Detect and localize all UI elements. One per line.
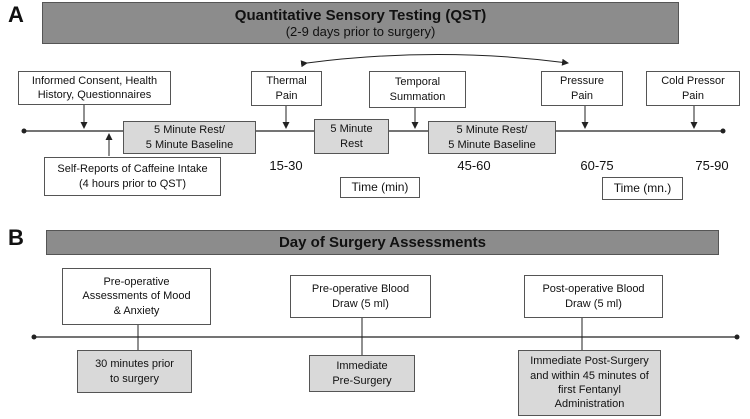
thermal-pain-box: Thermal Pain: [251, 71, 322, 106]
caffeine-intake-box: Self-Reports of Caffeine Intake (4 hours…: [44, 157, 221, 196]
preop-mood-box: Pre-operative Assessments of Mood & Anxi…: [62, 268, 211, 325]
time-min-label-1: Time (min): [340, 177, 420, 198]
qst-banner-subtitle: (2-9 days prior to surgery): [285, 24, 436, 39]
informed-consent-box: Informed Consent, Health History, Questi…: [18, 71, 171, 105]
time-45-60: 45-60: [457, 158, 491, 173]
surgery-banner-title: Day of Surgery Assessments: [278, 234, 487, 251]
timing-box-3: Immediate Post-Surgery and within 45 min…: [518, 350, 661, 416]
timeline-a-end-dot: [720, 128, 726, 134]
timeline-b-end-dot: [734, 334, 740, 340]
preop-blood-box: Pre-operative Blood Draw (5 ml): [290, 275, 431, 318]
time-60-75: 60-75: [580, 158, 614, 173]
double-arrow: [300, 54, 569, 68]
pressure-pain-box: Pressure Pain: [541, 71, 623, 106]
panel-a-letter: A: [8, 2, 24, 27]
cold-pressor-pain-box: Cold Pressor Pain: [646, 71, 740, 106]
surgery-banner: Day of Surgery Assessments: [46, 230, 719, 255]
postop-blood-box: Post-operative Blood Draw (5 ml): [524, 275, 663, 318]
timing-box-1: 30 minutes prior to surgery: [77, 350, 192, 393]
qst-banner: Quantitative Sensory Testing (QST) (2-9 …: [42, 2, 679, 44]
time-min-label-2: Time (mn.): [602, 177, 683, 200]
timing-box-2: Immediate Pre-Surgery: [309, 355, 415, 392]
rest-baseline-box-3: 5 Minute Rest/ 5 Minute Baseline: [428, 121, 556, 154]
timeline-b-start-dot: [31, 334, 37, 340]
timeline-a-start-dot: [21, 128, 27, 134]
panel-b-letter: B: [8, 225, 24, 250]
time-15-30: 15-30: [269, 158, 303, 173]
time-75-90: 75-90: [695, 158, 729, 173]
rest-baseline-box-1: 5 Minute Rest/ 5 Minute Baseline: [123, 121, 256, 154]
temporal-summation-box: Temporal Summation: [369, 71, 466, 108]
rest-box-2: 5 Minute Rest: [314, 119, 389, 154]
qst-banner-title: Quantitative Sensory Testing (QST): [234, 7, 487, 24]
